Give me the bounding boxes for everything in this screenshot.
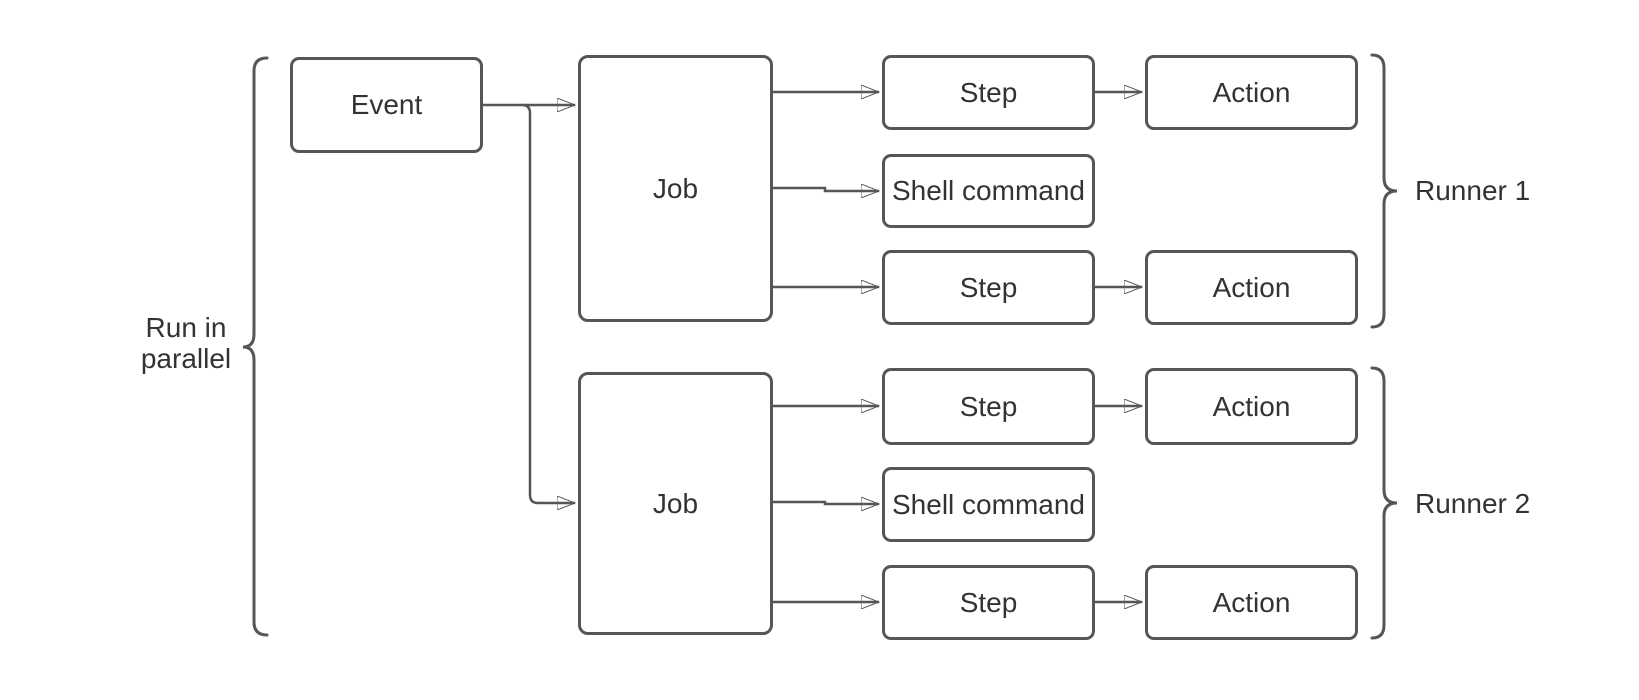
action-node-1-label: Action <box>1212 76 1291 108</box>
job-node-1-label: Job <box>652 172 699 204</box>
connector-job2-to-shell2 <box>773 502 879 504</box>
action-node-1: Action <box>1145 55 1358 130</box>
event-node: Event <box>290 57 483 153</box>
action-node-2-label: Action <box>1212 271 1291 303</box>
step-node-1-label: Step <box>959 76 1018 108</box>
step-node-2-label: Step <box>959 271 1018 303</box>
runner-2-brace <box>1370 366 1398 640</box>
runner-1-brace <box>1370 53 1398 329</box>
shell-command-node-1-label: Shell command <box>892 175 1085 206</box>
shell-command-node-2-label: Shell command <box>892 488 1085 520</box>
connector-event-to-job2 <box>521 103 575 503</box>
job-node-2-label: Job <box>652 487 699 519</box>
action-node-2: Action <box>1145 250 1358 325</box>
job-node-2: Job <box>578 372 773 635</box>
step-node-2: Step <box>882 250 1095 325</box>
connector-job1-to-shell1 <box>773 188 879 191</box>
action-node-4: Action <box>1145 565 1358 640</box>
action-node-3: Action <box>1145 368 1358 445</box>
shell-command-node-2: Shell command <box>882 467 1095 542</box>
runner-2-label: Runner 2 <box>1415 488 1531 519</box>
runner-1-label: Runner 1 <box>1415 175 1531 206</box>
step-node-4-label: Step <box>959 586 1018 618</box>
run-in-parallel-label: Run in parallel <box>140 312 232 374</box>
action-node-4-label: Action <box>1212 586 1291 618</box>
job-node-1: Job <box>578 55 773 322</box>
shell-command-node-1: Shell command <box>882 154 1095 228</box>
step-node-4: Step <box>882 565 1095 640</box>
run-in-parallel-brace <box>242 56 269 637</box>
action-node-3-label: Action <box>1212 390 1291 422</box>
event-node-label: Event <box>350 89 423 120</box>
step-node-1: Step <box>882 55 1095 130</box>
step-node-3-label: Step <box>959 390 1018 422</box>
step-node-3: Step <box>882 368 1095 445</box>
